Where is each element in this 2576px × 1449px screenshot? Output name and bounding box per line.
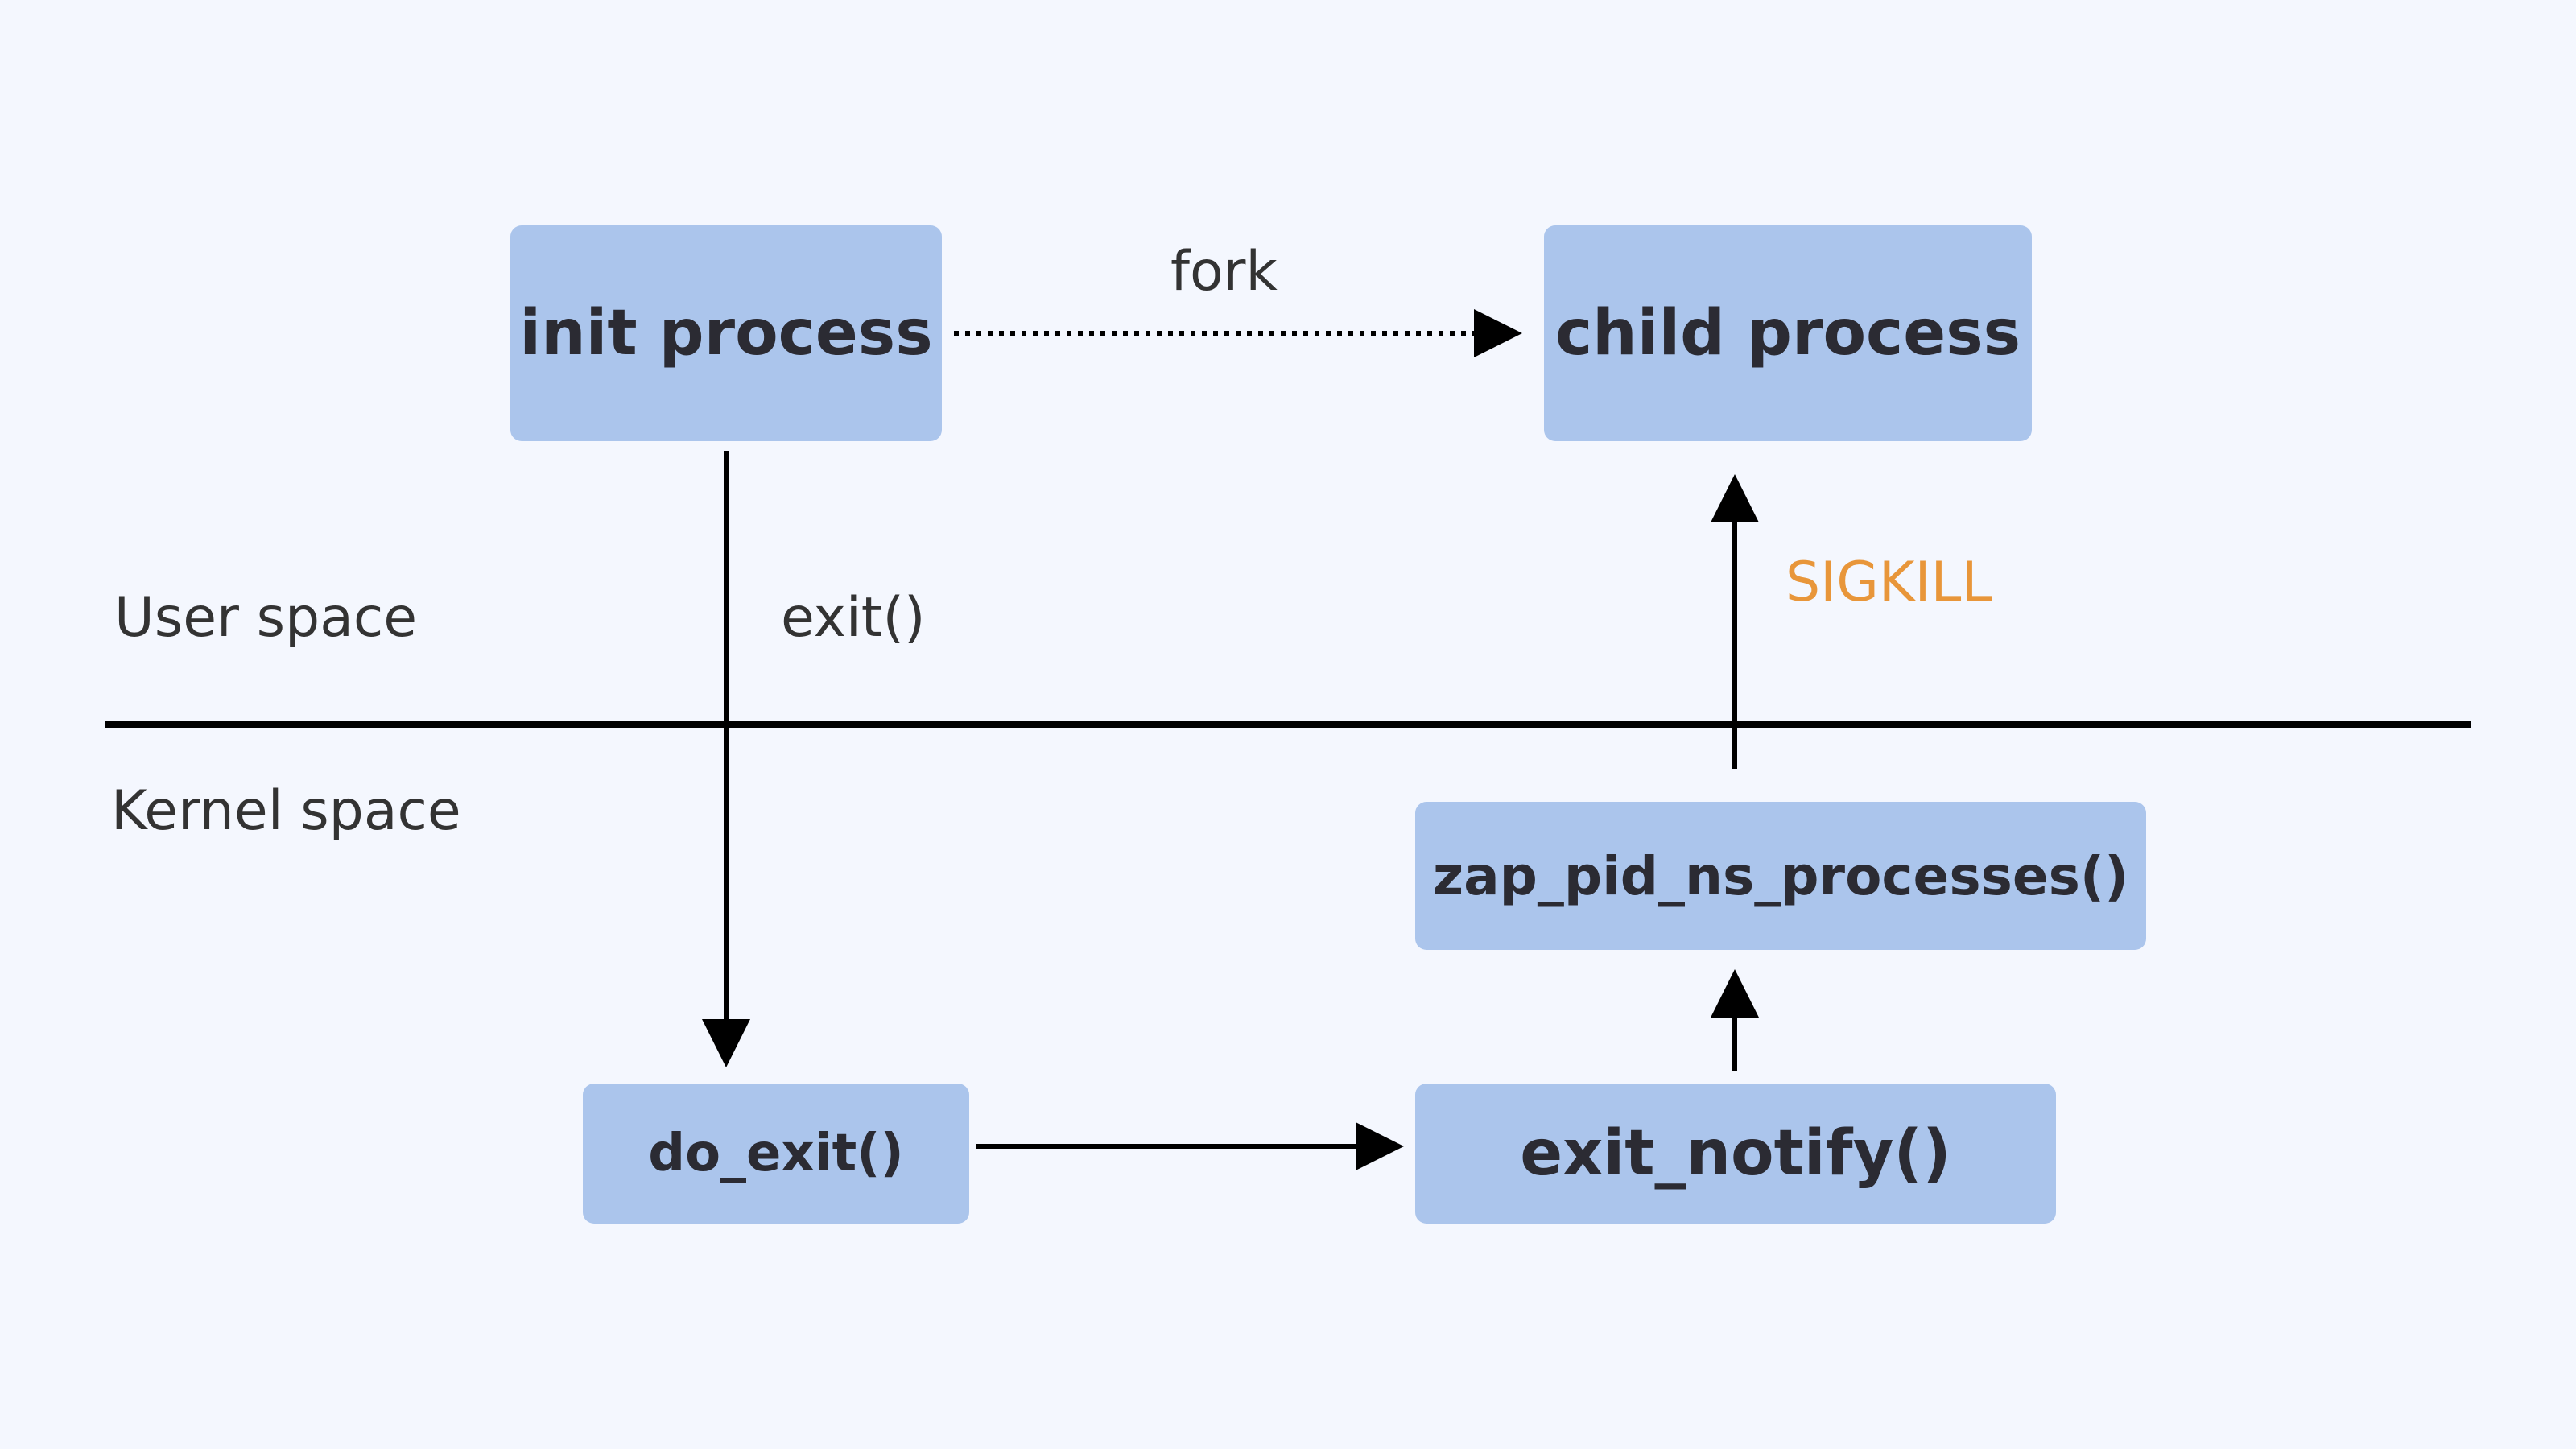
- exit-label: exit(): [781, 586, 926, 650]
- do-exit-node: do_exit(): [583, 1084, 969, 1224]
- zap-pid-ns-processes-node: zap_pid_ns_processes(): [1415, 802, 2146, 950]
- sigkill-label: SIGKILL: [1785, 551, 1992, 614]
- exit-notify-node: exit_notify(): [1415, 1084, 2056, 1224]
- init-process-node: init process: [510, 225, 942, 441]
- kernel-space-label: Kernel space: [111, 779, 461, 843]
- child-process-node: child process: [1544, 225, 2032, 441]
- fork-label: fork: [1170, 240, 1278, 303]
- user-space-label: User space: [114, 586, 418, 650]
